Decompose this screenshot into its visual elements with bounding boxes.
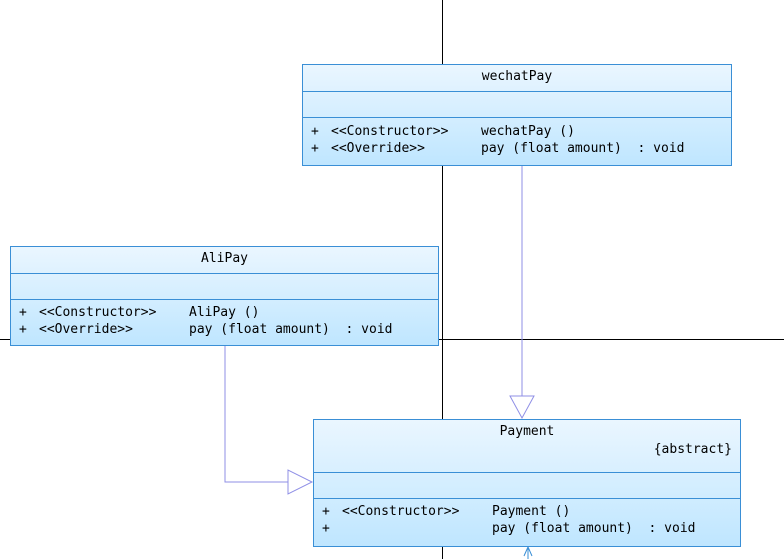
- operation-stereotype: <<Override>>: [39, 322, 133, 337]
- attributes-compartment: [314, 472, 740, 498]
- vertical-axis-line: [442, 0, 443, 559]
- attributes-compartment: [11, 273, 438, 299]
- operation-visibility: +: [19, 305, 27, 320]
- operation-signature: Payment (): [492, 504, 571, 519]
- class-name-compartment: AliPay: [11, 247, 438, 273]
- operations-compartment: + <<Constructor>> AliPay () + <<Override…: [11, 299, 438, 347]
- operation-visibility: +: [311, 141, 319, 156]
- operation-signature: pay (float amount) : void: [189, 322, 393, 337]
- operation-signature: AliPay (): [189, 305, 260, 320]
- operation-visibility: +: [322, 521, 330, 536]
- operation-stereotype: <<Override>>: [331, 141, 425, 156]
- operation-signature: wechatPay (): [481, 124, 575, 139]
- operation-signature: pay (float amount) : void: [492, 521, 696, 536]
- class-wechatpay[interactable]: wechatPay + <<Constructor>> wechatPay ()…: [302, 64, 732, 166]
- operation-row[interactable]: + <<Override>> pay (float amount) : void: [11, 321, 438, 338]
- operation-signature: pay (float amount) : void: [481, 141, 685, 156]
- generalization-arrowhead: [509, 395, 535, 420]
- operation-visibility: +: [311, 124, 319, 139]
- operation-stereotype: <<Constructor>>: [331, 124, 449, 139]
- operation-row[interactable]: + <<Override>> pay (float amount) : void: [303, 140, 731, 157]
- incoming-arrow-stub: [523, 546, 533, 559]
- operation-row[interactable]: + pay (float amount) : void: [314, 520, 740, 537]
- generalization-wechatpay-to-payment[interactable]: [509, 166, 535, 420]
- class-name-compartment: Payment {abstract}: [314, 420, 740, 472]
- operation-stereotype: <<Constructor>>: [39, 305, 157, 320]
- operation-stereotype: <<Constructor>>: [342, 504, 460, 519]
- attributes-compartment: [303, 91, 731, 117]
- class-name: AliPay: [201, 251, 248, 266]
- class-alipay[interactable]: AliPay + <<Constructor>> AliPay () + <<O…: [10, 246, 439, 346]
- operation-row[interactable]: + <<Constructor>> Payment (): [314, 503, 740, 520]
- operation-row[interactable]: + <<Constructor>> AliPay (): [11, 304, 438, 321]
- class-abstract-tag: {abstract}: [653, 442, 732, 457]
- operation-visibility: +: [19, 322, 27, 337]
- class-name: Payment: [499, 424, 555, 439]
- operations-compartment: + <<Constructor>> Payment () + pay (floa…: [314, 498, 740, 548]
- operations-compartment: + <<Constructor>> wechatPay () + <<Overr…: [303, 117, 731, 167]
- class-name-compartment: wechatPay: [303, 65, 731, 91]
- operation-row[interactable]: + <<Constructor>> wechatPay (): [303, 123, 731, 140]
- operation-visibility: +: [322, 504, 330, 519]
- class-payment[interactable]: Payment {abstract} + <<Constructor>> Pay…: [313, 419, 741, 547]
- class-name: wechatPay: [481, 69, 553, 84]
- generalization-alipay-to-payment[interactable]: [224, 346, 314, 495]
- generalization-arrowhead: [287, 469, 314, 495]
- operation-stereotype: [342, 520, 492, 537]
